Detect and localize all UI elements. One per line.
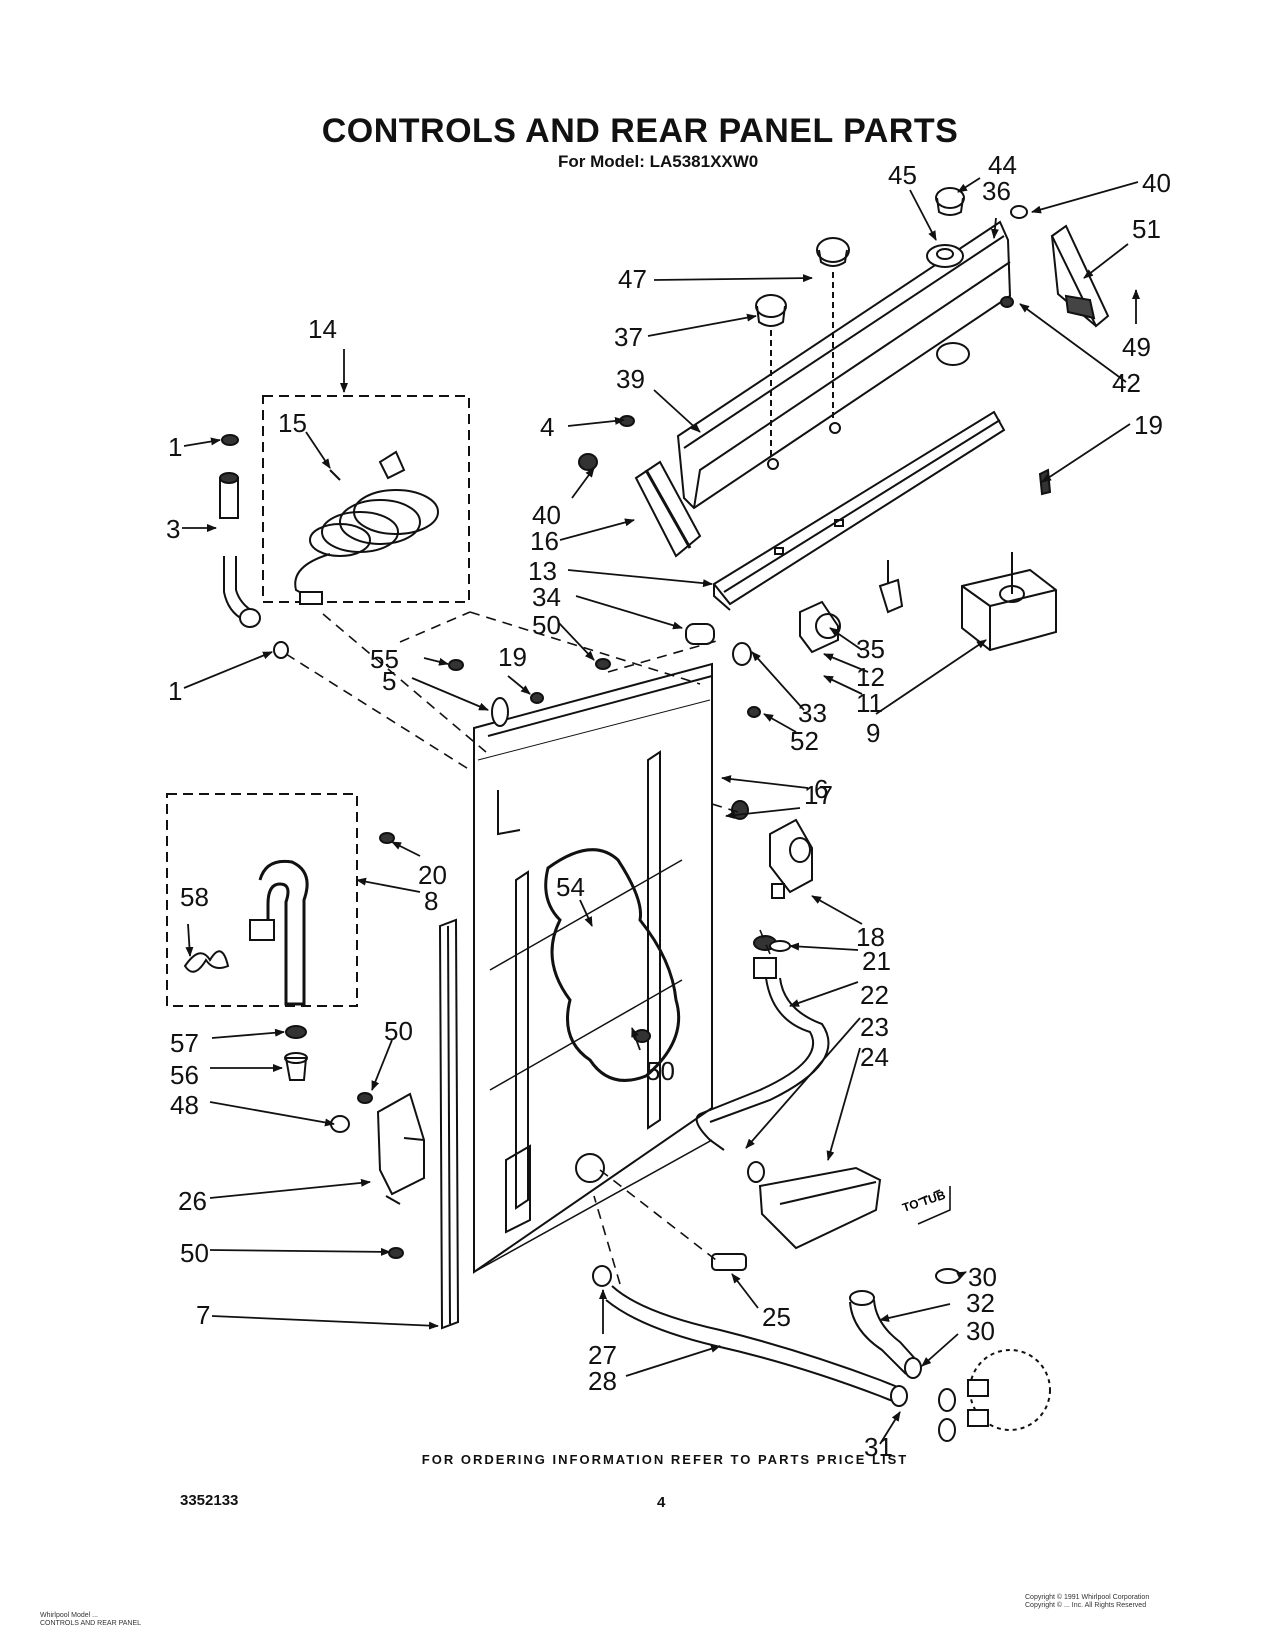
model-subtitle: For Model: LA5381XXW0 (558, 152, 759, 171)
callout-22: 22 (860, 980, 889, 1010)
callout-50-c: 50 (646, 1056, 675, 1086)
water-valve (731, 800, 813, 899)
power-cord-box (262, 395, 470, 605)
side-strip (438, 918, 460, 1330)
timer (961, 552, 1057, 652)
rear-panel (473, 662, 713, 1274)
callout-56: 56 (170, 1060, 199, 1090)
callout-37: 37 (614, 322, 643, 352)
ordering-note: FOR ORDERING INFORMATION REFER TO PARTS … (421, 1452, 909, 1467)
switch-bracket (1050, 224, 1110, 328)
control-knobs (755, 187, 965, 460)
callout-51: 51 (1132, 214, 1161, 244)
callout-33: 33 (798, 698, 827, 728)
callout-16: 16 (530, 526, 559, 556)
callout-58: 58 (180, 882, 209, 912)
console-brace (712, 410, 1006, 611)
callout-40-b: 40 (532, 500, 561, 530)
callout-19-b: 19 (498, 642, 527, 672)
corner-left-line-1: Whirlpool Model ... (40, 1612, 98, 1619)
end-cap (634, 460, 702, 558)
callout-11: 11 (856, 688, 883, 718)
callout-55: 55 (370, 644, 399, 674)
callout-12: 12 (856, 662, 885, 692)
callout-leaders (182, 177, 1140, 1445)
callout-6: 6 (814, 774, 828, 804)
page-number: 4 (657, 1494, 666, 1511)
callout-34: 34 (532, 582, 561, 612)
callout-25: 25 (762, 1302, 791, 1332)
callout-50: 50 (532, 610, 561, 640)
water-level-switch (799, 560, 904, 654)
connection-lines (285, 611, 941, 1285)
callout-labels: 44 45 36 40 51 47 37 49 42 39 14 15 4 19… (166, 150, 1171, 1462)
callout-20: 20 (418, 860, 447, 890)
callout-3: 3 (166, 514, 180, 544)
corner-left-line-2: CONTROLS AND REAR PANEL (40, 1620, 142, 1627)
callout-28: 28 (588, 1366, 617, 1396)
inlet-hose (219, 434, 289, 659)
callout-21: 21 (862, 946, 891, 976)
document-number: 3352133 (180, 1492, 239, 1509)
callout-7: 7 (196, 1300, 210, 1330)
callout-50-d: 50 (180, 1238, 209, 1268)
callout-8: 8 (424, 886, 438, 916)
corner-right-line-2: Copyright © ... Inc. All Rights Reserved (1025, 1602, 1147, 1609)
callout-23: 23 (860, 1012, 889, 1042)
callout-57: 57 (170, 1028, 199, 1058)
callout-17: 17 (804, 780, 833, 810)
callout-27: 27 (588, 1340, 617, 1370)
callout-13: 13 (528, 556, 557, 586)
callout-1: 1 (168, 432, 182, 462)
callout-26: 26 (178, 1186, 207, 1216)
small-fasteners (357, 205, 1052, 1442)
callout-40: 40 (1142, 168, 1171, 198)
fill-hoses (605, 935, 922, 1407)
callout-18: 18 (856, 922, 885, 952)
callout-14: 14 (308, 314, 337, 344)
callout-47: 47 (618, 264, 647, 294)
callout-4: 4 (540, 412, 554, 442)
drain-hose-box (166, 793, 358, 1007)
corner-right-line-1: Copyright © 1991 Whirlpool Corporation (1025, 1594, 1150, 1601)
corner-text-right: Copyright © 1991 Whirlpool Corporation C… (1025, 1594, 1149, 1610)
callout-19: 19 (1134, 410, 1163, 440)
callout-35: 35 (856, 634, 885, 664)
drain-fittings (284, 1025, 308, 1081)
hose-bracket (330, 1092, 425, 1205)
callout-52: 52 (790, 726, 819, 756)
callout-50-b: 50 (384, 1016, 413, 1046)
callout-30: 30 (968, 1262, 997, 1292)
callout-42: 42 (1112, 368, 1141, 398)
callout-15: 15 (278, 408, 307, 438)
callout-30-b: 30 (966, 1316, 995, 1346)
callout-54: 54 (556, 872, 585, 902)
tub-fitting (967, 1349, 1051, 1431)
callout-1-b: 1 (168, 676, 182, 706)
callout-9: 9 (866, 718, 880, 748)
callout-45: 45 (888, 160, 917, 190)
corner-text-left: Whirlpool Model ... CONTROLS AND REAR PA… (40, 1612, 141, 1628)
callout-31: 31 (864, 1432, 893, 1462)
console-backsplash (676, 220, 1012, 510)
callout-48: 48 (170, 1090, 199, 1120)
callout-32: 32 (966, 1288, 995, 1318)
to-tub-label: TO TUB (901, 1188, 948, 1215)
callout-39: 39 (616, 364, 645, 394)
vacuum-breaker (758, 1166, 882, 1250)
callout-5: 5 (382, 666, 396, 696)
page-title: CONTROLS AND REAR PANEL PARTS (321, 112, 959, 150)
callout-24: 24 (860, 1042, 889, 1072)
callout-49: 49 (1122, 332, 1151, 362)
callout-44: 44 (988, 150, 1017, 180)
callout-36: 36 (982, 176, 1011, 206)
